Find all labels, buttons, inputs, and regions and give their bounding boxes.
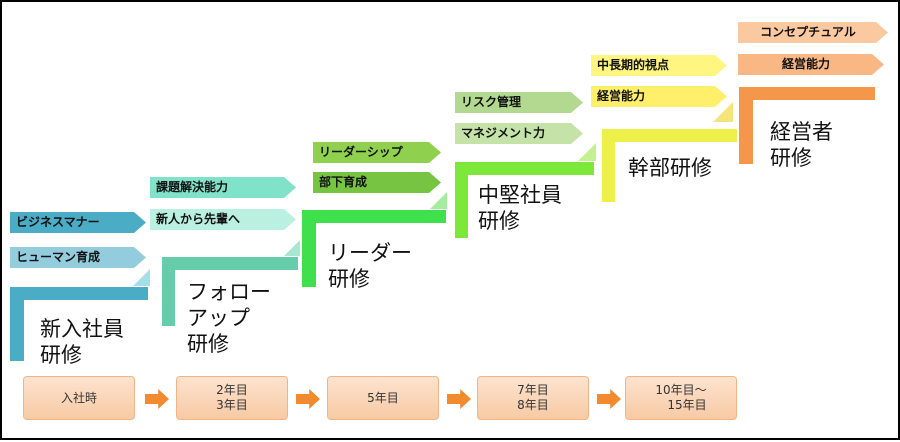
timeline-step: 入社時 xyxy=(23,376,135,420)
arrow-right-icon xyxy=(145,389,169,409)
skill-tag: 新人から先輩へ xyxy=(150,209,296,230)
stage-5-title: 幹部研修 xyxy=(628,156,712,180)
timeline-step: 5年目 xyxy=(327,376,439,420)
timeline-step: 10年目～ 15年目 xyxy=(625,376,737,420)
skill-tag: ビジネスマナー xyxy=(10,212,146,233)
skill-tag: リーダーシップ xyxy=(313,142,441,163)
skill-tag: コンセプチュアル xyxy=(738,22,888,43)
stage-5-step xyxy=(602,129,737,202)
stage-1-corner xyxy=(133,269,150,286)
arrow-right-icon xyxy=(296,389,320,409)
stage-4-title: 中堅社員 研修 xyxy=(478,183,562,233)
stage-5-corner xyxy=(713,102,733,122)
arrow-right-icon xyxy=(597,389,621,409)
skill-tag: 経営能力 xyxy=(591,86,727,107)
stage-3-title: リーダー 研修 xyxy=(328,241,412,291)
stage-3-corner xyxy=(430,192,447,209)
skill-tag: リスク管理 xyxy=(455,92,583,113)
stage-6-title: 経営者 研修 xyxy=(770,120,833,170)
stage-1-title: 新入社員 研修 xyxy=(40,317,124,367)
timeline-step: 7年目 8年目 xyxy=(477,376,589,420)
stage-2-title: フォロー アップ 研修 xyxy=(187,280,271,356)
stage-2-corner xyxy=(284,240,300,256)
arrow-right-icon xyxy=(447,389,471,409)
skill-tag: 課題解決能力 xyxy=(150,177,296,198)
stage-1-step xyxy=(10,287,148,361)
stage-4-corner xyxy=(578,143,596,161)
stage-6-step xyxy=(739,87,875,164)
skill-tag: マネジメント力 xyxy=(455,123,583,144)
timeline-step: 2年目 3年目 xyxy=(176,376,288,420)
stage-3-step xyxy=(302,210,446,287)
skill-tag: 部下育成 xyxy=(313,172,441,193)
stage-2-step xyxy=(162,257,298,326)
skill-tag: 中長期的視点 xyxy=(591,55,727,76)
stage-4-step xyxy=(455,162,594,238)
skill-tag: ヒューマン育成 xyxy=(10,247,146,268)
skill-tag: 経営能力 xyxy=(738,54,884,75)
